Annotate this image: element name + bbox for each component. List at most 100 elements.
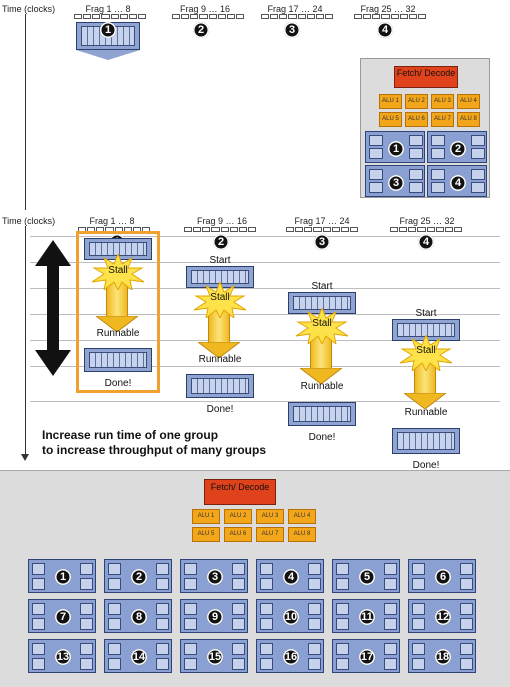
frag-label-m4: Frag 25 … 32 (399, 216, 455, 226)
time-axis-arrowhead-2 (21, 454, 29, 461)
context-number-10: 10 (283, 609, 299, 625)
context-number-1: 1 (55, 569, 71, 585)
mini-context-number-2: 2 (450, 141, 466, 157)
core-panel-18-contexts: Fetch/ Decode ALU 1 ALU 2 ALU 3 ALU 4 AL… (0, 470, 510, 687)
caption-line-1: Increase run time of one group (42, 428, 219, 442)
context-number-8: 8 (131, 609, 147, 625)
group-number-3: 3 (284, 22, 300, 38)
alu-7: ALU 7 (256, 527, 284, 542)
context-18: 18 (408, 639, 476, 673)
group-3-stall-arrowhead (300, 368, 342, 384)
mini-context-1: 1 (365, 131, 425, 163)
context-6: 6 (408, 559, 476, 593)
alu-5: ALU 5 (192, 527, 220, 542)
time-axis-arrow-2 (25, 226, 26, 456)
frag-label-m1: Frag 1 … 8 (89, 216, 135, 226)
frag-label-2: Frag 9 … 16 (179, 4, 231, 14)
context-17: 17 (332, 639, 400, 673)
context-number-6: 6 (435, 569, 451, 585)
alu-8: ALU 8 (288, 527, 316, 542)
frag-slots-3 (261, 14, 333, 19)
group-4-runnable-label: Runnable (404, 407, 448, 418)
group-1-highlight (76, 231, 160, 393)
context-15: 15 (180, 639, 248, 673)
group-2-stall-arrowhead (198, 342, 240, 358)
context-number-14: 14 (131, 649, 147, 665)
group-1-runnable-label: Runnable (96, 328, 140, 339)
alu-1: ALU 1 (192, 509, 220, 524)
context-12: 12 (408, 599, 476, 633)
group-3-run-done (288, 402, 356, 426)
context-number-17: 17 (359, 649, 375, 665)
mini-alu-4: ALU 4 (457, 94, 480, 109)
group-3-done-label: Done! (308, 432, 336, 443)
mini-context-3: 3 (365, 165, 425, 197)
alu-6: ALU 6 (224, 527, 252, 542)
mini-alu-2: ALU 2 (405, 94, 428, 109)
group-1-stall-arrowhead (96, 316, 138, 332)
group-1-stall-label: Stall (108, 265, 128, 276)
group-2-stall-label: Stall (210, 292, 230, 303)
context-2: 2 (104, 559, 172, 593)
context-number-13: 13 (55, 649, 71, 665)
group-4-run-done (392, 428, 460, 454)
context-number-2: 2 (131, 569, 147, 585)
group-4-stall-arrowhead (404, 393, 446, 409)
group-3-stall-burst-icon (296, 308, 348, 344)
mini-context-4: 4 (427, 165, 487, 197)
alu-4: ALU 4 (288, 509, 316, 524)
group-1-stall-burst-icon (92, 254, 144, 290)
frag-label-m3: Frag 17 … 24 (294, 216, 350, 226)
context-number-4: 4 (283, 569, 299, 585)
context-8: 8 (104, 599, 172, 633)
alu-3: ALU 3 (256, 509, 284, 524)
context-1: 1 (28, 559, 96, 593)
alu-2: ALU 2 (224, 509, 252, 524)
group-1-taper (76, 50, 140, 60)
mini-alu-3: ALU 3 (431, 94, 454, 109)
group-1-done-label: Done! (104, 378, 132, 389)
context-10: 10 (256, 599, 324, 633)
context-number-18: 18 (435, 649, 451, 665)
mini-alu-7: ALU 7 (431, 112, 454, 127)
group-number-2: 2 (193, 22, 209, 38)
frag-label-3: Frag 17 … 24 (267, 4, 323, 14)
context-number-7: 7 (55, 609, 71, 625)
group-2-start-label: Start (209, 255, 231, 266)
mini-context-2: 2 (427, 131, 487, 163)
frag-slots-m3 (286, 227, 358, 232)
mini-core-panel: Fetch/ Decode ALU 1 ALU 2 ALU 3 ALU 4 AL… (360, 58, 490, 198)
group-number-1: 1 (100, 22, 116, 38)
context-5: 5 (332, 559, 400, 593)
frag-slots-m4 (390, 227, 462, 232)
frag-slots-m2 (184, 227, 256, 232)
mini-context-number-3: 3 (388, 175, 404, 191)
context-number-3: 3 (207, 569, 223, 585)
context-number-9: 9 (207, 609, 223, 625)
frag-slots-4 (354, 14, 426, 19)
context-3: 3 (180, 559, 248, 593)
frag-slots-1 (74, 14, 146, 19)
group-number-m3: 3 (314, 234, 330, 250)
group-4-start-label: Start (415, 308, 437, 319)
context-number-11: 11 (359, 609, 375, 625)
time-axis-label: Time (clocks) (2, 4, 56, 14)
time-axis-label-2: Time (clocks) (2, 216, 56, 226)
group-number-4: 4 (377, 22, 393, 38)
context-9: 9 (180, 599, 248, 633)
frag-label-1: Frag 1 … 8 (85, 4, 131, 14)
mini-context-number-1: 1 (388, 141, 404, 157)
context-16: 16 (256, 639, 324, 673)
group-number-m4: 4 (418, 234, 434, 250)
group-2-done-label: Done! (206, 404, 234, 415)
group-2-stall-burst-icon (194, 282, 246, 318)
group-3-run-start (288, 292, 356, 314)
frag-label-4: Frag 25 … 32 (360, 4, 416, 14)
context-11: 11 (332, 599, 400, 633)
double-arrow-icon (35, 240, 71, 376)
context-7: 7 (28, 599, 96, 633)
frag-label-m2: Frag 9 … 16 (196, 216, 248, 226)
context-number-16: 16 (283, 649, 299, 665)
fetch-decode: Fetch/ Decode (204, 479, 276, 505)
mini-fetch-decode: Fetch/ Decode (394, 66, 458, 88)
